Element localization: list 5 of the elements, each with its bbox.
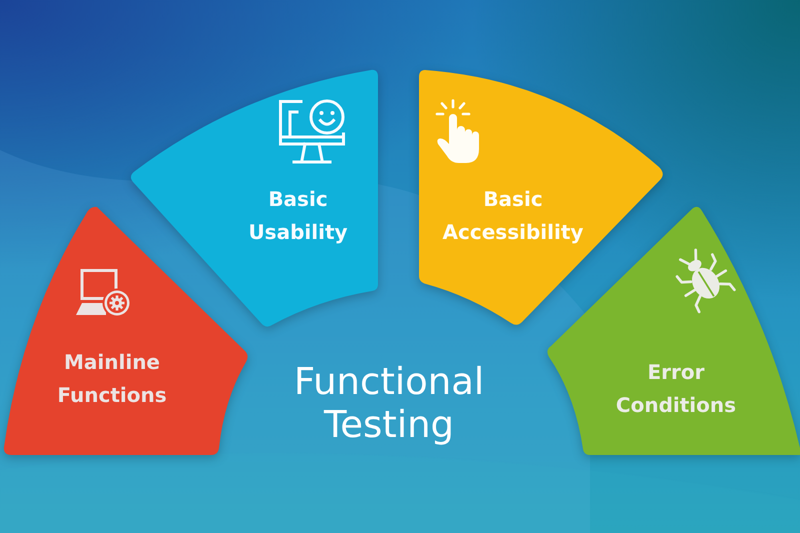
segment-label: Basic Accessibility <box>442 186 584 246</box>
segment-label: Error Conditions <box>614 359 738 419</box>
segment-label: Basic Usability <box>247 186 349 246</box>
segment-label: Mainline Functions <box>56 349 168 409</box>
diagram-title: Functional Testing <box>292 360 486 446</box>
